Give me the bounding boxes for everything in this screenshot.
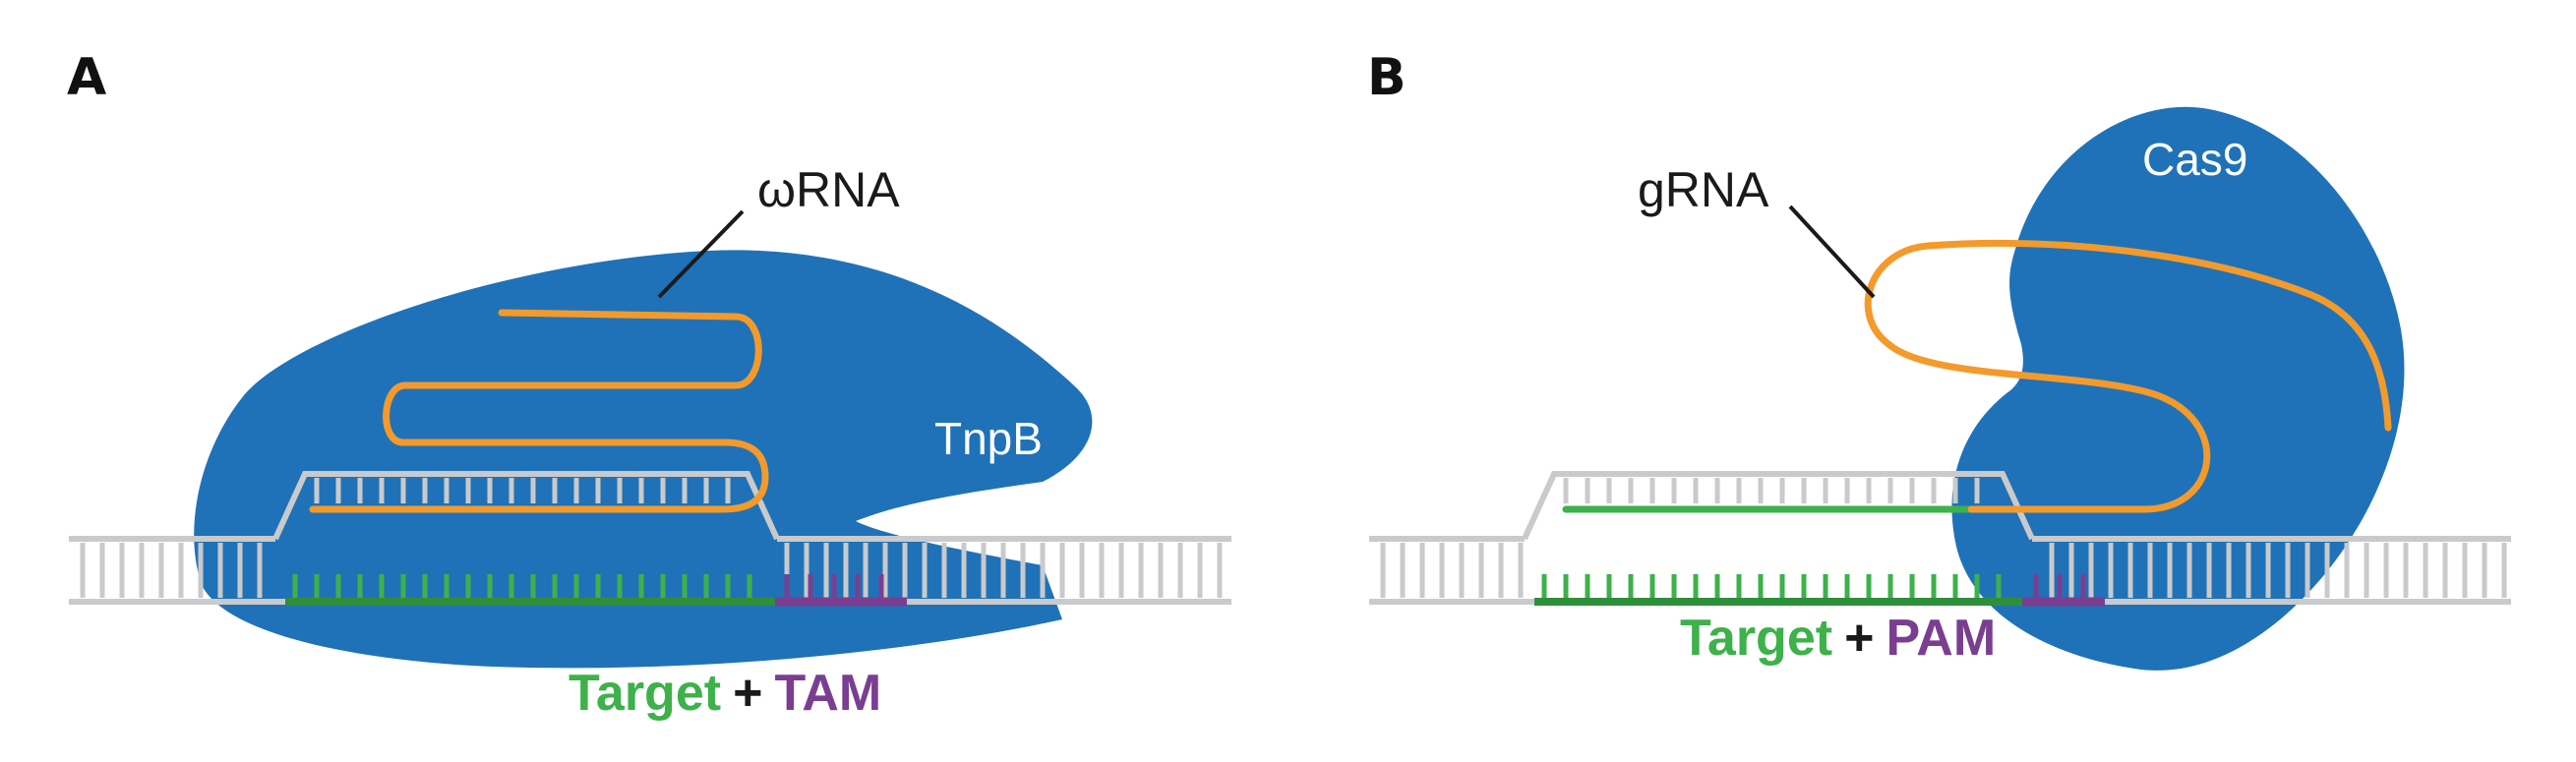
cas9-label: Cas9 [2142,134,2247,185]
grna-pointer [1788,205,1876,299]
dna-rungs-right-a [784,543,1223,598]
tam-motif-rungs [784,574,884,598]
plus-sign-a: + [733,665,762,722]
pam-label: PAM [1886,610,1996,667]
panel-b-letter: B [1367,48,1407,107]
dna-rungs-left-a [80,543,263,598]
pam-motif-rungs [2033,574,2086,598]
panel-a-letter: A [67,48,106,107]
target-label-a: Target [569,665,721,722]
target-label-b: Target [1680,610,1832,667]
panel-a: A [67,48,1231,722]
dna-bubble-rungs-b [1563,478,1980,503]
grna-label: gRNA [1638,162,1769,217]
tnpb-label: TnpB [934,413,1043,464]
dna-rungs-left-b [1380,543,1524,598]
target-pam-caption: Target+PAM [1680,610,1996,667]
target-rungs-a [292,574,752,598]
panel-b: B [1367,48,2511,671]
omega-rna-label: ωRNA [757,162,900,217]
omega-rna-pointer [657,209,745,299]
dna-bubble-rungs-a [314,478,731,503]
dna-rungs-right-b [2049,543,2507,598]
cas9-protein-shape [1951,106,2405,671]
tam-label: TAM [774,665,881,722]
target-rungs-b [1541,574,2002,598]
omega-rna-strand [309,309,769,513]
target-tam-caption: Target+TAM [569,665,881,722]
plus-sign-b: + [1844,610,1874,667]
